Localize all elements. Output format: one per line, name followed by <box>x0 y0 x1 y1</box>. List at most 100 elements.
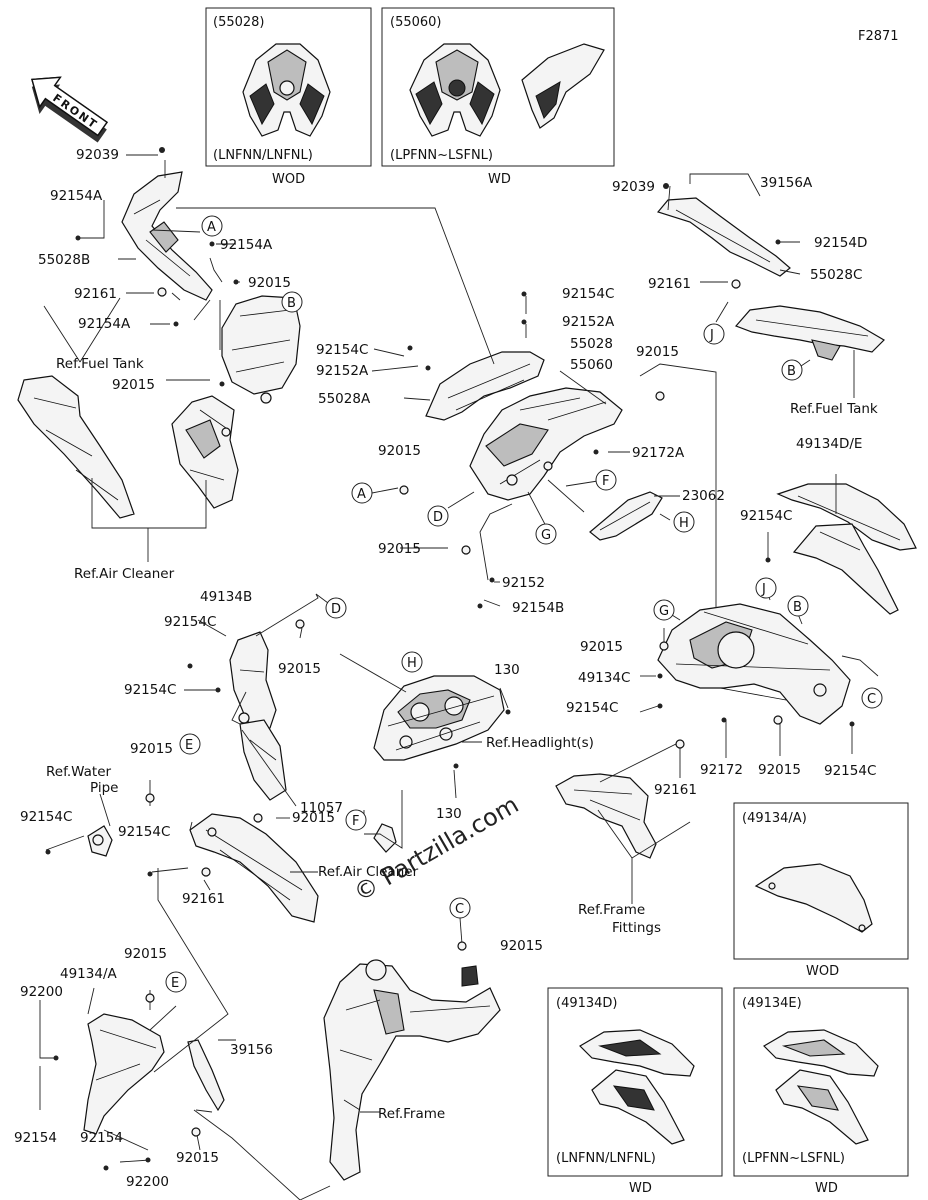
bracket-49134B <box>229 631 277 737</box>
center-panel-55028A <box>425 351 545 421</box>
bracket-frame-fittings <box>555 773 657 859</box>
label-ref-fuel-tank: Ref.Fuel Tank <box>790 401 878 417</box>
callout-B: B <box>787 595 809 617</box>
svg-text:C: C <box>867 692 876 707</box>
label-39156A: 39156A <box>760 175 813 191</box>
label-92015: 92015 <box>176 1150 219 1166</box>
box-code: (49134D) <box>556 996 618 1011</box>
bracket-11057 <box>373 823 397 853</box>
label-92039: 92039 <box>612 179 655 195</box>
label-ref-frame: Ref.Frame <box>578 902 645 918</box>
label-11057: 11057 <box>300 800 343 816</box>
side-panel-wod-illustration <box>754 863 873 933</box>
label-ref-air-cleaner: Ref.Air Cleaner <box>74 566 175 582</box>
box-caption: WD <box>815 1181 838 1196</box>
box-code: (55060) <box>390 15 442 30</box>
label-92152: 92152 <box>502 575 545 591</box>
svg-text:H: H <box>679 516 689 531</box>
svg-text:C: C <box>455 902 464 917</box>
shroud-49134D-illustration <box>579 1029 695 1145</box>
callout-C: C <box>861 687 883 709</box>
label-92154D: 92154D <box>814 235 867 251</box>
box-variant: (LNFNN/LNFNL) <box>213 148 313 163</box>
callout-F: F <box>345 809 367 831</box>
callout-H: H <box>401 651 423 673</box>
callout-J: J <box>703 323 725 345</box>
box-variant: (LPFNN~LSFNL) <box>742 1151 845 1166</box>
callout-E: E <box>179 733 201 755</box>
headlight-assembly <box>373 675 505 761</box>
front-cowl-wd-illustration <box>409 43 605 137</box>
bracket-23062 <box>589 491 663 541</box>
label-ref-air-cleaner: Ref.Air Cleaner <box>318 864 419 880</box>
label-92154C: 92154C <box>566 700 618 716</box>
svg-text:G: G <box>541 528 551 543</box>
label-ref-fuel-tank: Ref.Fuel Tank <box>56 356 144 372</box>
label-ref-water: Ref.Water <box>46 764 111 780</box>
callout-D: D <box>325 597 347 619</box>
svg-text:A: A <box>207 220 216 235</box>
side-panel-49134-A <box>83 1013 165 1135</box>
label-55028A: 55028A <box>318 391 371 407</box>
water-pipe-cap <box>87 825 113 857</box>
part-labels: 92039 92154A 55028B 92154A 92015 92161 9… <box>14 147 878 1190</box>
svg-text:E: E <box>171 976 179 991</box>
label-92015: 92015 <box>278 661 321 677</box>
label-92015: 92015 <box>378 541 421 557</box>
label-92015: 92015 <box>292 810 335 826</box>
label-92154: 92154 <box>14 1130 57 1146</box>
callout-G: G <box>653 599 675 621</box>
shroud-49134E-illustration <box>763 1029 879 1145</box>
upper-cowl-55028-55060 <box>469 387 623 501</box>
box-55060-wd: (55060) (LPFNN~LSFNL) WD <box>381 7 615 187</box>
svg-text:F: F <box>352 814 359 829</box>
label-92161: 92161 <box>74 286 117 302</box>
label-92154A: 92154A <box>50 188 103 204</box>
box-variant: (LPFNN~LSFNL) <box>390 148 493 163</box>
front-direction-badge: FRONT <box>31 76 108 143</box>
trim-39156 <box>187 1039 225 1112</box>
svg-text:G: G <box>659 604 669 619</box>
side-cover-55028B <box>121 171 213 301</box>
label-92154C: 92154C <box>824 763 876 779</box>
callout-B: B <box>781 359 803 381</box>
callout-H: H <box>673 511 695 533</box>
box-code: (55028) <box>213 15 265 30</box>
callout-E: E <box>165 971 187 993</box>
label-pipe: Pipe <box>90 780 118 796</box>
label-92161: 92161 <box>182 891 225 907</box>
side-shroud-49134D-E <box>776 483 917 615</box>
callout-A: A <box>351 482 373 504</box>
label-49134B: 49134B <box>200 589 252 605</box>
svg-text:A: A <box>357 487 366 502</box>
label-ref-headlights: Ref.Headlight(s) <box>486 735 594 751</box>
leader-lines <box>39 154 879 1200</box>
label-92152A: 92152A <box>562 314 615 330</box>
label-92015: 92015 <box>378 443 421 459</box>
callout-circles: A A B B B C C D D E E F F G G H H J J <box>165 215 883 993</box>
side-panel-lower-left <box>17 375 135 519</box>
label-39156: 39156 <box>230 1042 273 1058</box>
box-variant: (LNFNN/LNFNL) <box>556 1151 656 1166</box>
label-92154C: 92154C <box>164 614 216 630</box>
label-92015: 92015 <box>112 377 155 393</box>
label-92015: 92015 <box>248 275 291 291</box>
label-92015: 92015 <box>636 344 679 360</box>
svg-text:B: B <box>287 296 296 311</box>
frame-front <box>323 959 501 1181</box>
label-92154A: 92154A <box>220 237 273 253</box>
label-92200: 92200 <box>126 1174 169 1190</box>
label-92015: 92015 <box>758 762 801 778</box>
label-92154C: 92154C <box>124 682 176 698</box>
callout-B: B <box>281 291 303 313</box>
box-49134-A-wod: (49134/A) WOD <box>733 802 909 979</box>
inner-cowl-49134C <box>657 603 851 725</box>
inner-panel-upper <box>221 295 301 404</box>
label-130: 130 <box>436 806 462 822</box>
svg-text:H: H <box>407 656 417 671</box>
lower-side-panel <box>189 813 319 923</box>
box-55028-wod: (55028) (LNFNN/LNFNL) WOD <box>205 7 372 187</box>
box-caption: WOD <box>806 964 839 979</box>
box-caption: WD <box>629 1181 652 1196</box>
fasteners <box>45 147 855 1171</box>
